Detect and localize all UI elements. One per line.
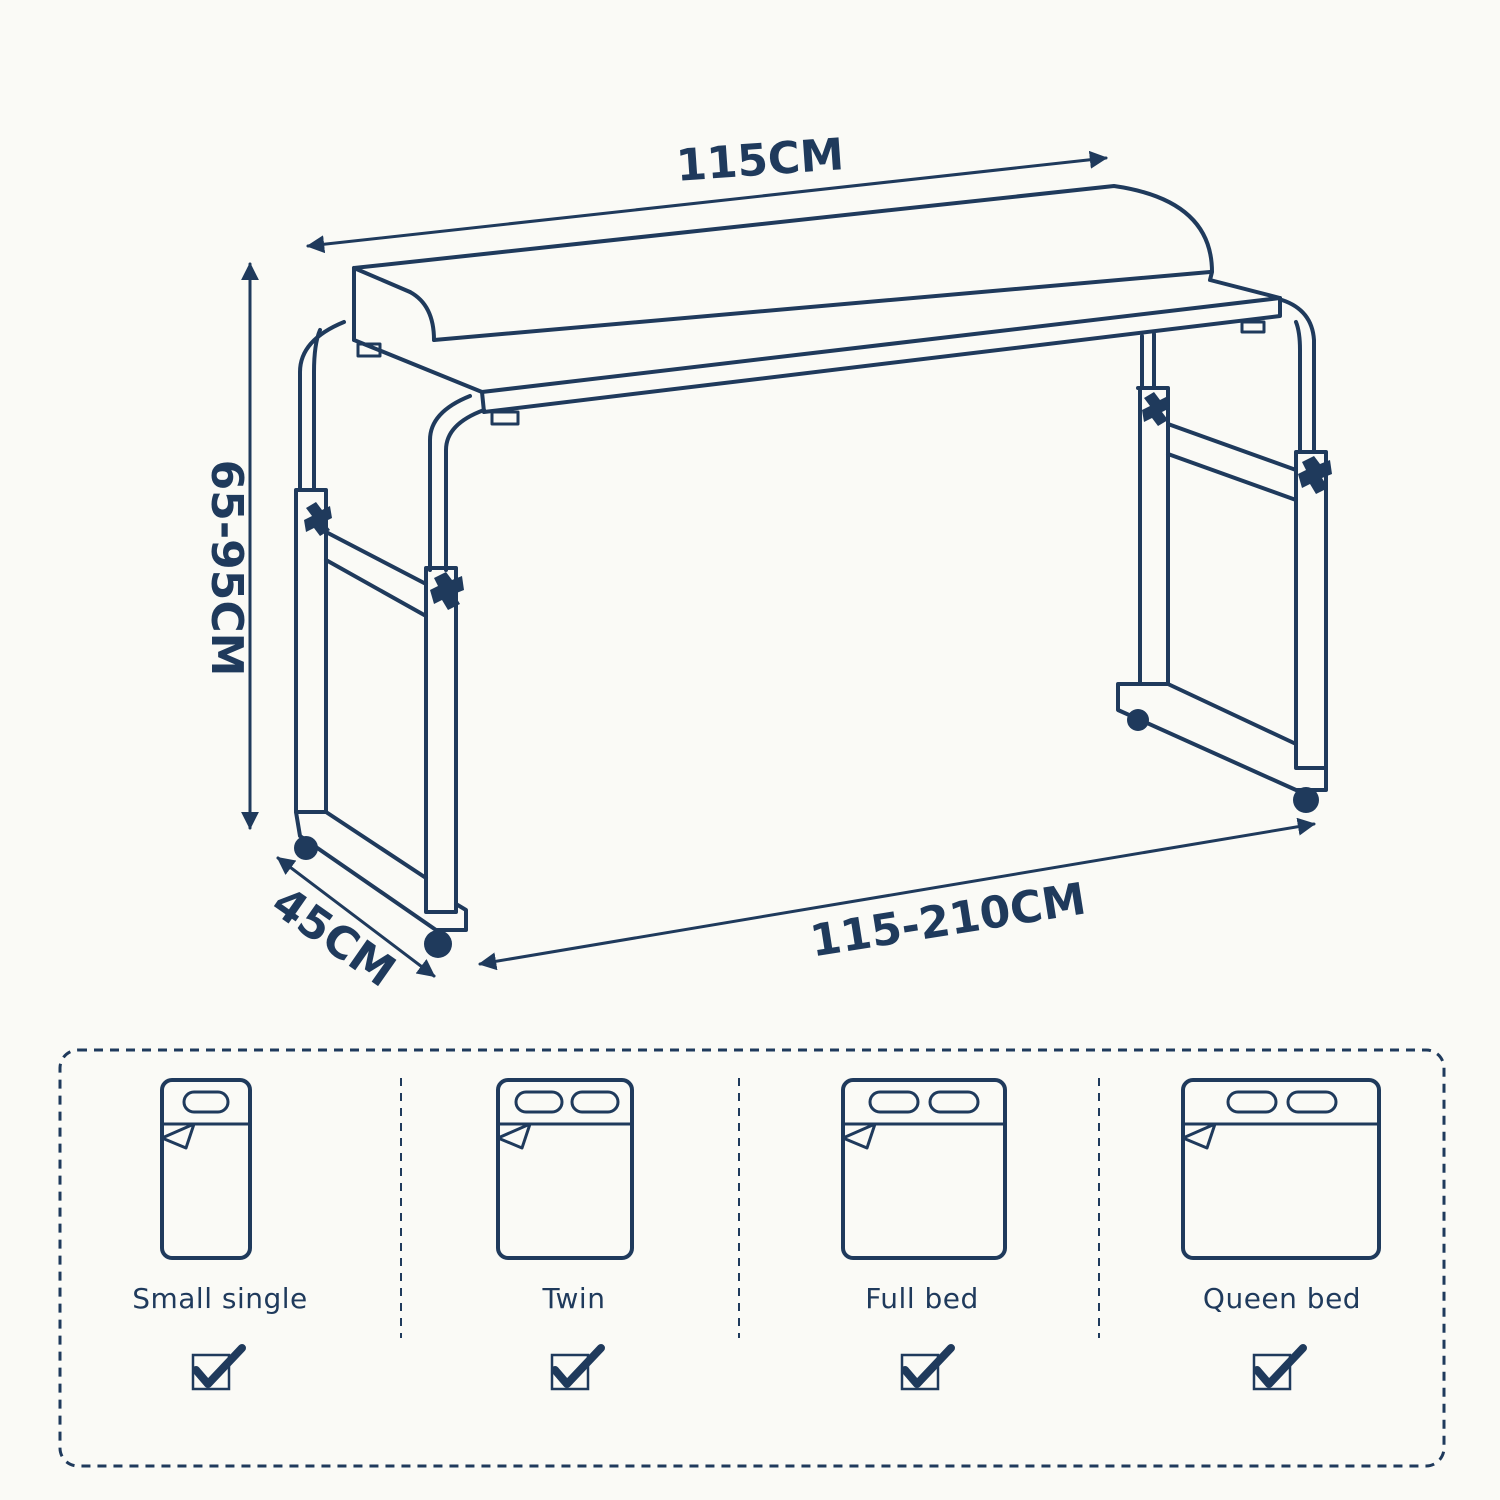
width-arrow [306, 150, 1108, 254]
height-label: 65-95CM [201, 460, 252, 677]
left-front-wheel [424, 930, 452, 958]
left-front-knob [430, 572, 464, 610]
left-rear-knob [304, 502, 332, 536]
bed-label-queen-bed: Queen bed [1202, 1282, 1362, 1315]
queen-bed-icon [1181, 1078, 1381, 1260]
span-arrow [478, 817, 1316, 971]
twin-bed-icon [496, 1078, 634, 1260]
full-bed-checkbox [900, 1344, 955, 1391]
span-label: 115-210CM [807, 874, 1090, 968]
small-single-checkbox [191, 1344, 246, 1391]
bed-label-small-single: Small single [132, 1282, 308, 1315]
table-illustration [294, 184, 1332, 958]
full-bed-icon [841, 1078, 1007, 1260]
depth-arrow [276, 856, 436, 978]
right-front-wheel [1293, 787, 1319, 813]
bed-label-full-bed: Full bed [865, 1282, 979, 1315]
left-rear-wheel [294, 836, 318, 860]
small-single-bed-icon [160, 1078, 252, 1260]
twin-checkbox [550, 1344, 605, 1391]
bed-compatibility-panel [58, 1048, 1446, 1468]
width-label: 115CM [674, 129, 845, 192]
right-rear-knob [1142, 392, 1170, 426]
right-rear-wheel [1127, 709, 1149, 731]
bed-label-twin: Twin [542, 1282, 606, 1315]
right-front-knob [1298, 456, 1332, 494]
queen-bed-checkbox [1252, 1344, 1307, 1391]
